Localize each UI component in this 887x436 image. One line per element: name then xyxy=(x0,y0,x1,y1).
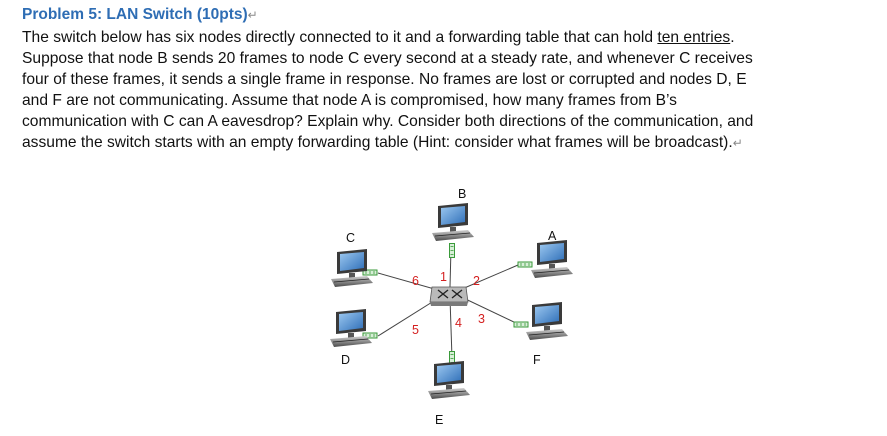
statement-text: communication with C can A eavesdrop? Ex… xyxy=(22,113,754,130)
statement-text: four of these frames, it sends a single … xyxy=(22,71,747,88)
node-d-label: D xyxy=(341,353,350,367)
port-1-label: 1 xyxy=(440,270,447,284)
node-a-label: A xyxy=(548,229,557,243)
statement-text: and F are not communicating. Assume that… xyxy=(22,92,677,109)
statement-text: Suppose that node B sends 20 frames to n… xyxy=(22,50,753,67)
node-c-label: C xyxy=(346,231,355,245)
statement-line-6: assume the switch starts with an empty f… xyxy=(22,132,872,154)
nic-b-icon xyxy=(449,243,455,258)
node-b-label: B xyxy=(458,187,466,201)
link-e xyxy=(449,297,453,359)
port-3-label: 3 xyxy=(478,312,485,326)
port-4-label: 4 xyxy=(455,316,462,330)
statement-line-3: four of these frames, it sends a single … xyxy=(22,69,872,90)
nic-a-icon xyxy=(517,261,533,268)
problem-title-text: Problem 5: LAN Switch (10pts) xyxy=(22,6,248,23)
statement-text: The switch below has six nodes directly … xyxy=(22,29,658,46)
computer-e-icon xyxy=(427,360,471,400)
computer-b-icon xyxy=(431,202,475,242)
statement-text: assume the switch starts with an empty f… xyxy=(22,134,733,151)
computer-c-icon xyxy=(330,248,374,288)
statement-line-2: Suppose that node B sends 20 frames to n… xyxy=(22,48,872,69)
statement-text: . xyxy=(730,29,735,46)
statement-line-4: and F are not communicating. Assume that… xyxy=(22,90,872,111)
port-2-label: 2 xyxy=(473,274,480,288)
statement-line-1: The switch below has six nodes directly … xyxy=(22,27,872,48)
underlined-text: ten entries xyxy=(657,29,731,46)
port-5-label: 5 xyxy=(412,323,419,337)
port-6-label: 6 xyxy=(412,274,419,288)
node-f-label: F xyxy=(533,353,541,367)
problem-title: Problem 5: LAN Switch (10pts)↵ xyxy=(22,6,258,24)
switch-icon xyxy=(429,286,469,306)
paragraph-mark-icon: ↵ xyxy=(732,136,743,150)
nic-f-icon xyxy=(513,321,529,328)
paragraph-mark-icon: ↵ xyxy=(247,8,258,22)
statement-line-5: communication with C can A eavesdrop? Ex… xyxy=(22,111,872,132)
computer-f-icon xyxy=(525,301,569,341)
computer-d-icon xyxy=(329,308,373,348)
computer-a-icon xyxy=(530,239,574,279)
node-e-label: E xyxy=(435,413,443,427)
problem-statement: The switch below has six nodes directly … xyxy=(22,27,872,154)
